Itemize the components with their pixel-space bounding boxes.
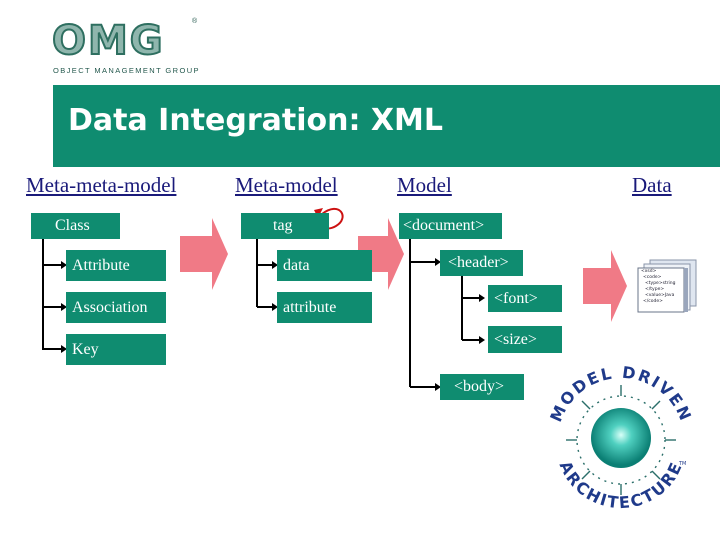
xml-line-5: <value>Java [645, 293, 675, 298]
heading-meta-meta-model: Meta-meta-model [26, 173, 177, 197]
font-box: <font> [488, 285, 562, 312]
mda-ring-spokes [566, 385, 676, 495]
meta-meta-tree [42, 237, 64, 350]
association-box: Association [66, 292, 166, 323]
tag-label: tag [273, 217, 293, 234]
omg-logo-subtitle: OBJECT MANAGEMENT GROUP [53, 66, 200, 75]
title-band: Data Integration: XML [53, 85, 720, 167]
data-label: data [283, 256, 310, 274]
attribute-meta-box: attribute [277, 292, 372, 323]
header-label: <header> [448, 254, 509, 271]
size-label: <size> [494, 330, 537, 348]
xml-line-2: <code> [643, 275, 662, 280]
attribute-box: Attribute [66, 250, 166, 281]
attribute-label: Attribute [72, 256, 130, 274]
class-box: Class [31, 213, 120, 239]
xml-line-6: </code> [643, 299, 663, 304]
slide-title: Data Integration: XML [68, 103, 444, 138]
xml-document-icon: <xsd> <code> <type>string </type> <value… [636, 258, 698, 314]
xml-line-3: <type>string [645, 281, 676, 286]
font-label: <font> [494, 289, 538, 307]
arrow-right-3 [583, 250, 627, 322]
omg-logo-letters: OMG [51, 17, 165, 65]
mda-center-orb [591, 408, 651, 468]
heading-data: Data [632, 173, 672, 197]
class-label: Class [55, 217, 90, 234]
mda-logo: MODEL DRIVEN ARCHITECTURE TM [546, 365, 696, 515]
association-label: Association [72, 298, 148, 316]
data-box: data [277, 250, 372, 281]
xml-line-1: <xsd> [641, 269, 657, 274]
model-tree [409, 238, 482, 388]
tag-box: tag [241, 213, 329, 239]
key-label: Key [72, 340, 99, 358]
xml-line-4: </type> [645, 287, 665, 292]
heading-meta-model: Meta-model [235, 173, 338, 197]
meta-model-tree [256, 239, 275, 308]
omg-logo: OMG ® OBJECT MANAGEMENT GROUP [51, 17, 202, 80]
size-box: <size> [488, 326, 562, 353]
registered-mark: ® [192, 18, 198, 25]
arrow-right-1 [180, 218, 228, 290]
heading-model: Model [397, 173, 452, 197]
header-box: <header> [440, 250, 523, 276]
mda-trademark: TM [678, 461, 686, 467]
document-label: <document> [403, 217, 485, 234]
key-box: Key [66, 334, 166, 365]
attribute-meta-label: attribute [283, 298, 337, 316]
body-box: <body> [440, 374, 524, 400]
body-label: <body> [454, 378, 505, 395]
document-box: <document> [399, 213, 502, 239]
